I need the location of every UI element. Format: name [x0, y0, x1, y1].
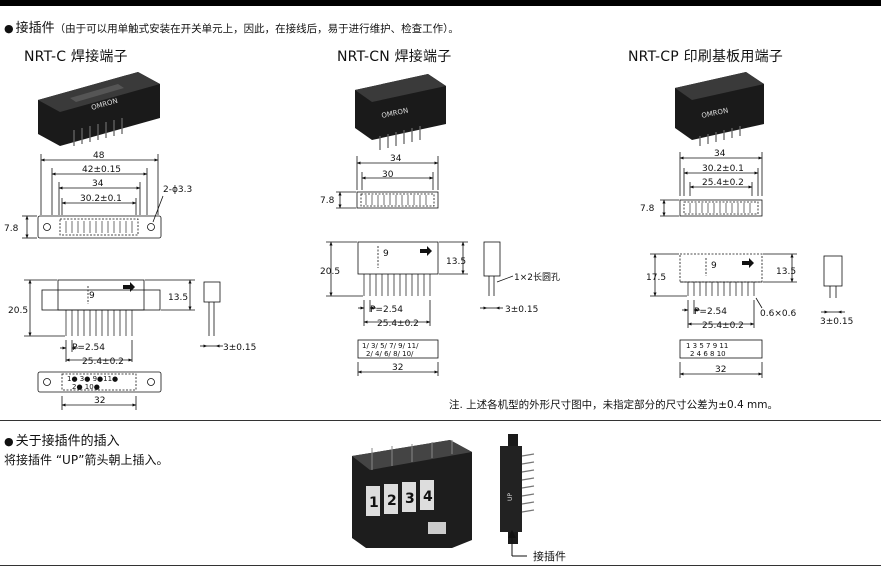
- svg-text:0.6×0.6: 0.6×0.6: [760, 309, 796, 319]
- nrt-cn-front-labels: 20.5 13.5 9 P=2.54 25.4±0.2 1×2长圆孔 3±0.1…: [320, 249, 560, 329]
- nrt-cp-front-labels: 17.5 13.5 9 P=2.54 25.4±0.2 0.6×0.6 3±0.…: [646, 261, 853, 331]
- svg-text:P=2.54: P=2.54: [694, 307, 727, 317]
- bullet-icon: ●: [4, 22, 14, 35]
- nrt-cn-up-arrow-icon: [420, 246, 432, 256]
- nrt-cn-bottom-view: [357, 339, 439, 376]
- nrt-cn-bottom-labels: 1/ 3/ 5/ 7/ 9/ 11/ 2/ 4/ 6/ 8/ 10/ 32: [362, 342, 419, 373]
- svg-text:2-ϕ3.3: 2-ϕ3.3: [163, 185, 192, 195]
- svg-text:1: 1: [369, 495, 379, 511]
- bullet-icon: ●: [4, 435, 14, 448]
- svg-text:9: 9: [383, 249, 389, 259]
- tolerance-footnote: 注. 上述各机型的外形尺寸图中，未指定部分的尺寸公差为±0.4 mm。: [449, 399, 778, 411]
- svg-text:1 3 5 7 9 11: 1 3 5 7 9 11: [686, 342, 728, 350]
- section-heading-insertion: ●关于接插件的插入: [4, 430, 120, 449]
- svg-text:13.5: 13.5: [168, 293, 188, 303]
- connector-photo: UP: [500, 434, 535, 557]
- svg-text:UP: UP: [507, 493, 514, 501]
- svg-text:7.8: 7.8: [640, 204, 655, 214]
- bottom-divider: [0, 565, 881, 566]
- svg-text:3±0.15: 3±0.15: [820, 317, 853, 327]
- svg-text:25.4±0.2: 25.4±0.2: [377, 319, 419, 329]
- svg-text:32: 32: [392, 363, 403, 373]
- nrt-cp-photo: OMRON: [675, 72, 764, 146]
- nrt-c-bottom-view: [37, 371, 162, 410]
- section-heading-connector: ●接插件（由于可以用单触式安装在开关单元上，因此，在接线后，易于进行维护、检查工…: [4, 17, 459, 36]
- svg-text:P=2.54: P=2.54: [72, 343, 105, 353]
- section-title: 关于接插件的插入: [15, 434, 120, 449]
- svg-text:1×2长圆孔: 1×2长圆孔: [514, 271, 560, 283]
- connector-callout-label: 接插件: [533, 549, 566, 563]
- svg-text:25.4±0.2: 25.4±0.2: [702, 178, 744, 188]
- svg-text:34: 34: [92, 179, 104, 189]
- svg-text:48: 48: [93, 151, 105, 161]
- nrt-c-top-view: [22, 154, 164, 239]
- svg-text:2: 2: [387, 493, 397, 509]
- svg-text:30.2±0.1: 30.2±0.1: [702, 164, 744, 174]
- svg-text:3±0.15: 3±0.15: [505, 305, 538, 315]
- svg-text:3±0.15: 3±0.15: [223, 343, 256, 353]
- nrt-cn-photo: OMRON: [355, 74, 446, 150]
- svg-text:34: 34: [714, 149, 726, 159]
- nrt-c-front-labels: 20.5 13.5 9 P=2.54 25.4±0.2 3±0.15: [8, 291, 256, 367]
- svg-text:13.5: 13.5: [446, 257, 466, 267]
- svg-text:7.8: 7.8: [4, 224, 19, 234]
- nrt-cp-top-view: [660, 152, 763, 217]
- svg-text:30.2±0.1: 30.2±0.1: [80, 194, 122, 204]
- top-bar: [0, 0, 881, 6]
- nrt-cp-up-arrow-icon: [742, 258, 754, 268]
- svg-text:25.4±0.2: 25.4±0.2: [702, 321, 744, 331]
- nrt-cp-front-view: [650, 253, 845, 328]
- section-divider: [0, 420, 881, 421]
- nrt-cn-front-view: [326, 241, 514, 326]
- svg-text:17.5: 17.5: [646, 273, 666, 283]
- svg-text:3: 3: [405, 491, 415, 507]
- svg-text:1● 3● 9●11●: 1● 3● 9●11●: [67, 375, 118, 383]
- svg-text:4: 4: [423, 489, 433, 505]
- svg-text:1/ 3/ 5/ 7/ 9/ 11/: 1/ 3/ 5/ 7/ 9/ 11/: [362, 342, 419, 350]
- nrt-cn-top-labels: 34 30 7.8: [320, 154, 402, 206]
- svg-text:30: 30: [382, 170, 394, 180]
- nrt-c-photo: OMRON: [38, 72, 160, 146]
- svg-text:P=2.54: P=2.54: [370, 305, 403, 315]
- model-title-nrt-cp: NRT-CP 印刷基板用端子: [628, 49, 783, 65]
- insertion-instruction: 将接插件 “UP”箭头朝上插入。: [4, 453, 169, 467]
- svg-text:7.8: 7.8: [320, 196, 335, 206]
- display-digits: 1 2 3 4: [369, 489, 433, 511]
- nrt-cn-top-view: [336, 156, 439, 209]
- nrt-c-front-view: [24, 279, 223, 362]
- model-title-nrt-c: NRT-C 焊接端子: [24, 49, 128, 65]
- svg-text:2● 10●: 2● 10●: [72, 383, 100, 391]
- nrt-cp-bottom-labels: 1 3 5 7 9 11 2 4 6 8 10 32: [686, 342, 728, 375]
- svg-text:34: 34: [390, 154, 402, 164]
- section-note: （由于可以用单触式安装在开关单元上，因此，在接线后，易于进行维护、检查工作）。: [54, 23, 459, 35]
- nrt-cp-bottom-view: [679, 339, 763, 378]
- svg-text:20.5: 20.5: [8, 306, 28, 316]
- svg-text:42±0.15: 42±0.15: [82, 165, 121, 175]
- product-photo-assembly: [352, 440, 472, 548]
- svg-text:32: 32: [94, 396, 105, 406]
- model-title-nrt-cn: NRT-CN 焊接端子: [337, 49, 452, 65]
- svg-text:2/ 4/ 6/ 8/ 10/: 2/ 4/ 6/ 8/ 10/: [366, 350, 414, 358]
- nrt-c-up-arrow-icon: [123, 282, 135, 292]
- svg-text:2 4 6 8 10: 2 4 6 8 10: [690, 350, 726, 358]
- svg-text:9: 9: [89, 291, 95, 301]
- svg-text:9: 9: [711, 261, 717, 271]
- svg-text:20.5: 20.5: [320, 267, 340, 277]
- nrt-cp-top-labels: 34 30.2±0.1 25.4±0.2 7.8: [640, 149, 744, 214]
- nrt-c-top-view-labels: 48 42±0.15 34 30.2±0.1 2-ϕ3.3 7.8: [4, 151, 192, 234]
- svg-text:25.4±0.2: 25.4±0.2: [82, 357, 124, 367]
- nrt-c-bottom-labels: 1● 3● 9●11● 2● 10● 32: [67, 375, 118, 406]
- section-title: 接插件: [15, 21, 55, 36]
- svg-text:32: 32: [715, 365, 726, 375]
- svg-text:13.5: 13.5: [776, 267, 796, 277]
